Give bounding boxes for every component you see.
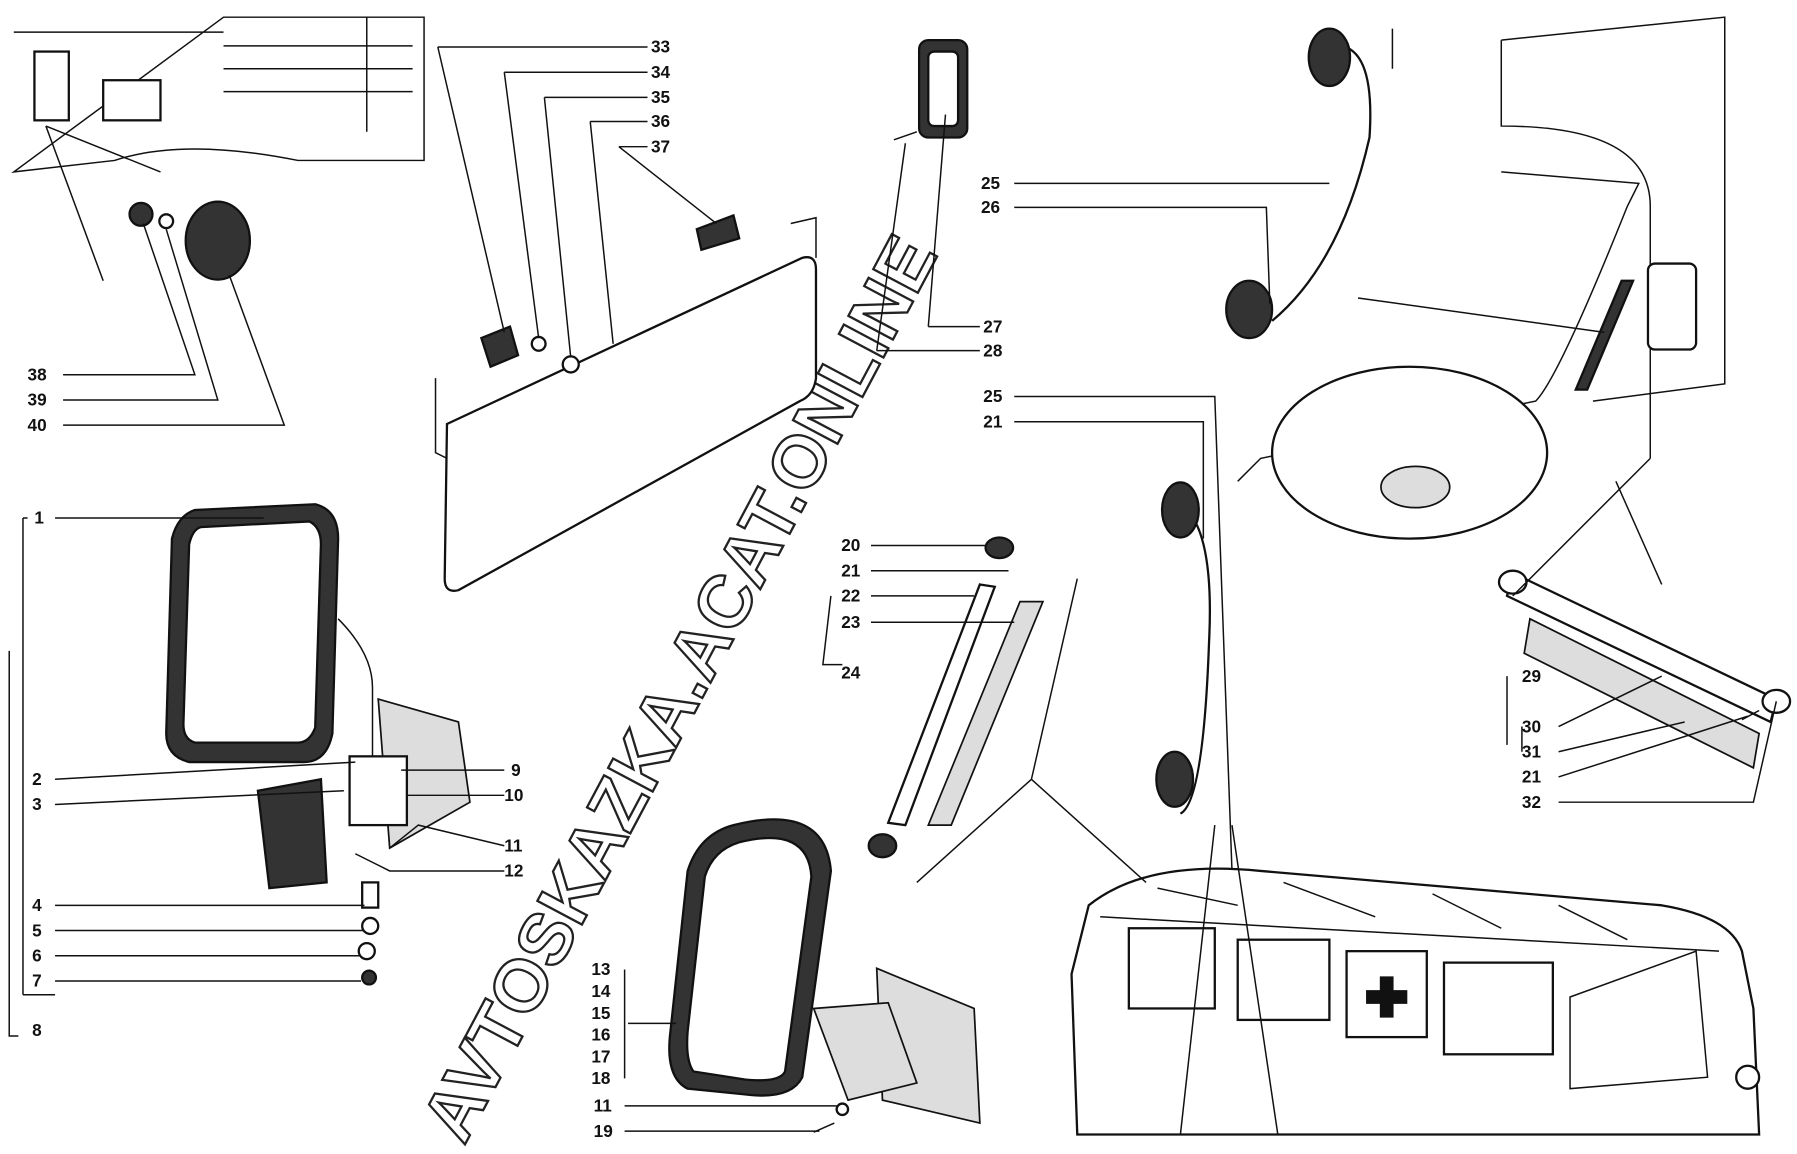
van-illustration (916, 457, 1761, 1136)
grab-handle-mid-callouts: 25 21 (983, 386, 1233, 871)
grab-handle-mid (1155, 481, 1212, 815)
callout-24: 24 (841, 662, 861, 682)
callout-2: 2 (32, 769, 42, 789)
callout-37: 37 (651, 136, 670, 156)
side-mirror-right (668, 818, 981, 1133)
callout-6: 6 (32, 945, 42, 965)
cross-icon (1366, 976, 1408, 1018)
callout-32: 32 (1522, 792, 1541, 812)
truck-body-illustration (11, 16, 425, 173)
callout-20: 20 (841, 535, 860, 555)
strip-handle (867, 536, 1045, 859)
callout-12: 12 (504, 861, 523, 881)
callout-38: 38 (28, 364, 48, 384)
callout-8: 8 (32, 1020, 42, 1040)
reflector-callouts: 38 39 40 (28, 223, 286, 435)
callout-18: 18 (591, 1068, 611, 1088)
vent-grille (1497, 569, 1792, 770)
cab-interior-illustration (1237, 16, 1726, 540)
callout-25: 25 (981, 173, 1001, 193)
callout-25b: 25 (983, 386, 1003, 406)
strip-handle-callouts: 20 21 22 23 24 (822, 535, 1015, 682)
callout-31: 31 (1522, 741, 1542, 761)
callout-15: 15 (591, 1003, 611, 1023)
callout-14: 14 (591, 981, 611, 1001)
callout-4: 4 (32, 895, 42, 915)
mirror-right-callouts: 13 14 15 16 17 18 11 19 (591, 959, 837, 1141)
callout-27: 27 (983, 316, 1002, 336)
callout-29: 29 (1522, 666, 1541, 686)
callout-16: 16 (591, 1025, 610, 1045)
callout-35: 35 (651, 87, 671, 107)
callout-21b: 21 (983, 411, 1003, 431)
callout-19: 19 (594, 1121, 613, 1141)
callout-23: 23 (841, 612, 860, 632)
callout-21c: 21 (1522, 767, 1542, 787)
callout-39: 39 (28, 390, 47, 410)
callout-26: 26 (981, 197, 1000, 217)
callout-10: 10 (504, 785, 523, 805)
callout-21: 21 (841, 560, 861, 580)
reflector-icon (45, 125, 252, 282)
mirror-left-callouts: 1 2 3 4 5 6 7 8 9 10 11 12 (8, 508, 523, 1040)
callout-40: 40 (28, 415, 47, 435)
vent-grille-callouts: 29 30 31 21 32 (1506, 666, 1778, 812)
callout-9: 9 (511, 760, 521, 780)
callout-13: 13 (591, 959, 610, 979)
sun-visor-callouts: 33 34 35 36 37 (437, 37, 717, 358)
callout-7: 7 (32, 971, 42, 991)
callout-34: 34 (651, 62, 671, 82)
callout-17: 17 (591, 1046, 610, 1066)
callout-30: 30 (1522, 716, 1541, 736)
callout-5: 5 (32, 920, 42, 940)
grab-handle-top-callouts: 25 26 (981, 173, 1330, 304)
callout-33: 33 (651, 37, 670, 57)
callout-28: 28 (983, 340, 1003, 360)
callout-11: 11 (504, 835, 523, 855)
side-mirror-left (165, 503, 471, 986)
callout-22: 22 (841, 586, 860, 606)
callout-3: 3 (32, 794, 42, 814)
callout-11b: 11 (594, 1096, 613, 1116)
sun-visor (434, 213, 818, 592)
callout-1: 1 (34, 508, 44, 528)
interior-handle: 27 28 (875, 38, 1003, 360)
callout-36: 36 (651, 111, 670, 131)
